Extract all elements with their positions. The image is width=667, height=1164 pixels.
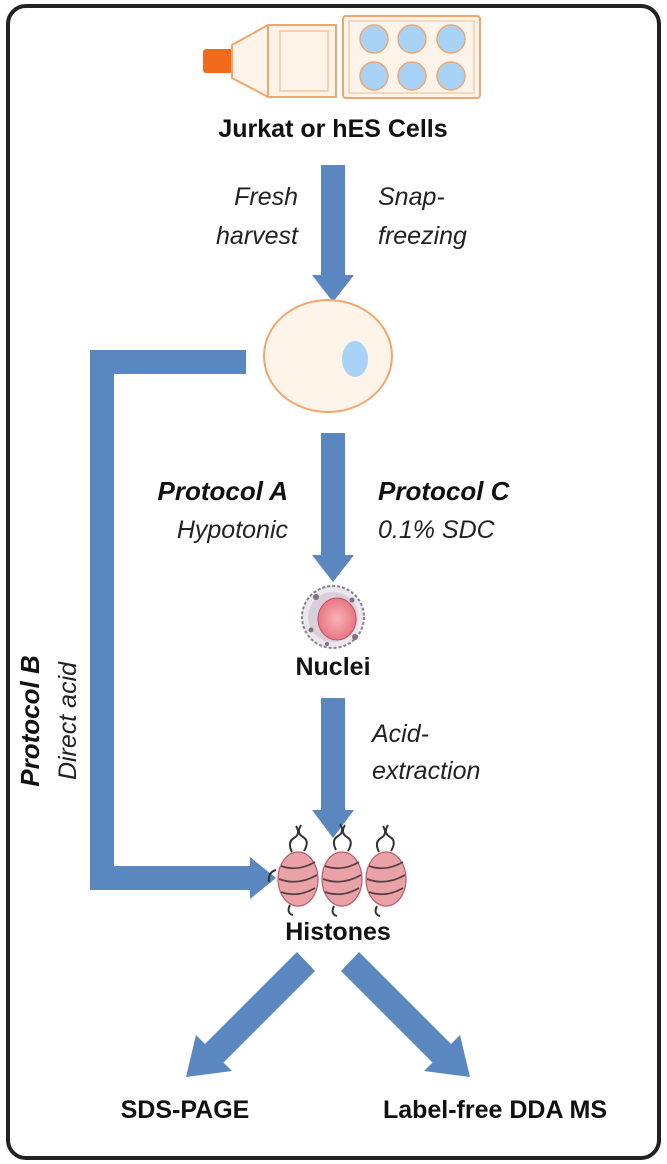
protocol-c-title: Protocol C (378, 476, 511, 506)
nucleus-icon (301, 585, 365, 649)
arrow-harvest (312, 165, 354, 302)
nucleosome-icon (267, 823, 407, 917)
arrow-to-sds-page (186, 952, 315, 1077)
snap-freezing-line1: Snap- (378, 183, 445, 211)
protocol-a-title: Protocol A (158, 476, 288, 506)
snap-freezing-line2: freezing (378, 222, 467, 250)
six-well-plate-icon (342, 15, 481, 99)
fresh-harvest-line1: Fresh (234, 183, 298, 211)
source-cells-label: Jurkat or hES Cells (218, 115, 447, 143)
arrow-lysis (312, 433, 354, 582)
protocol-c-method: 0.1% SDC (378, 516, 496, 544)
nuclei-label: Nuclei (295, 653, 370, 681)
arrow-acid-extraction (312, 698, 354, 838)
protocol-a-method: Hypotonic (177, 516, 289, 544)
protocol-b-title: Protocol B (15, 655, 45, 786)
culture-flask-icon (203, 24, 337, 98)
protocol-b-bracket-arrow (90, 350, 276, 899)
cell-icon (263, 299, 393, 413)
label-free-dda-ms-label: Label-free DDA MS (383, 1096, 607, 1124)
sds-page-label: SDS-PAGE (121, 1096, 250, 1124)
fresh-harvest-line2: harvest (216, 222, 299, 250)
histones-label: Histones (285, 918, 391, 946)
acid-extraction-line2: extraction (372, 757, 480, 785)
acid-extraction-line1: Acid- (370, 720, 429, 748)
protocol-b-method: Direct acid (54, 661, 82, 780)
arrow-to-mass-spec (341, 952, 470, 1077)
